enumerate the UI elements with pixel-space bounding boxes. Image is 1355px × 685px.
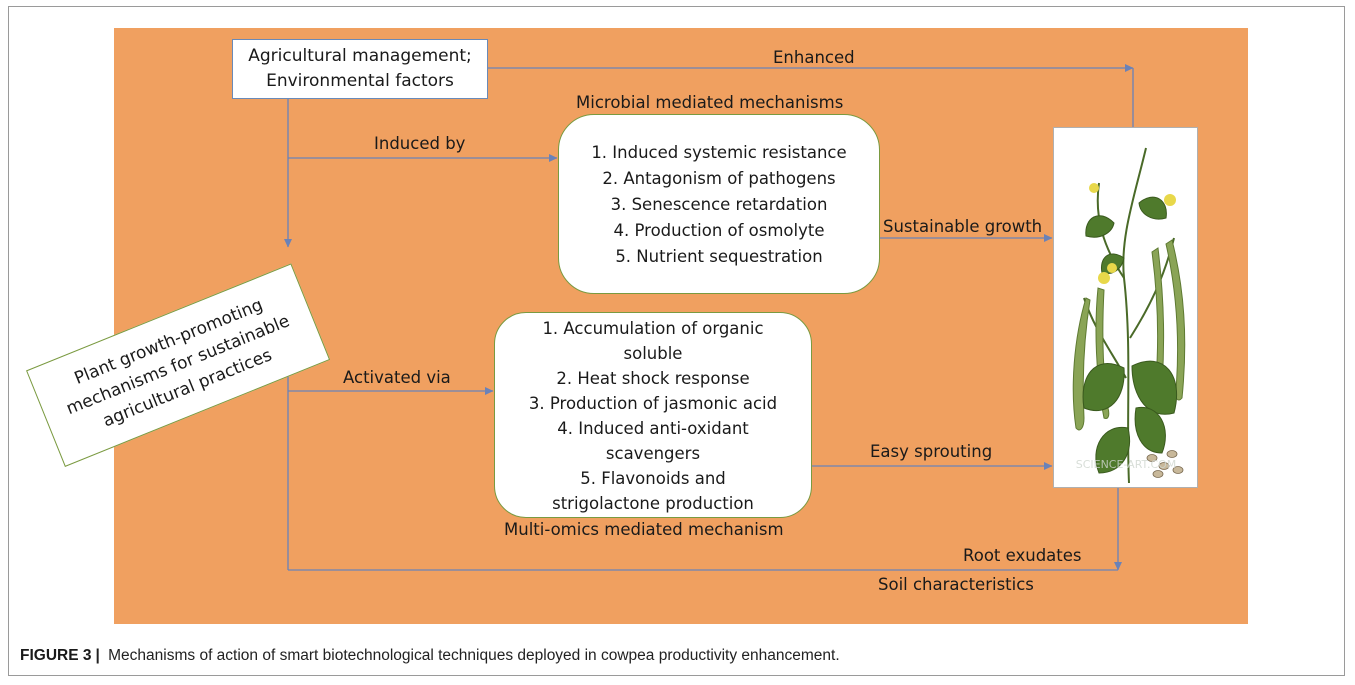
label-enhanced: Enhanced	[773, 48, 855, 67]
top-box-line-1: Agricultural management;	[248, 46, 472, 66]
figure-caption: FIGURE 3| Mechanisms of action of smart …	[20, 647, 840, 665]
microbial-item: 5. Nutrient sequestration	[615, 247, 823, 266]
caption-text: Mechanisms of action of smart biotechnol…	[108, 647, 840, 664]
multiomics-mechanisms-box: 1. Accumulation of organic soluble 2. He…	[494, 312, 812, 518]
cowpea-plant-image: SCIENCE-ART.COM	[1053, 127, 1198, 488]
multiomics-mechanism-title: Multi-omics mediated mechanism	[504, 520, 784, 539]
multiomics-item: soluble	[623, 344, 683, 363]
caption-label: FIGURE 3	[20, 647, 92, 664]
multiomics-item: 2. Heat shock response	[556, 369, 750, 388]
label-root-exudates: Root exudates	[963, 546, 1082, 565]
microbial-mechanisms-box: 1. Induced systemic resistance 2. Antago…	[558, 114, 880, 294]
caption-separator: |	[95, 647, 100, 664]
multiomics-item: strigolactone production	[552, 494, 754, 513]
label-easy-sprouting: Easy sprouting	[870, 442, 993, 461]
multiomics-item: 4. Induced anti-oxidant	[557, 419, 749, 438]
microbial-item: 3. Senescence retardation	[610, 195, 828, 214]
multiomics-item: 1. Accumulation of organic	[542, 319, 764, 338]
microbial-item: 1. Induced systemic resistance	[591, 143, 847, 162]
microbial-item: 2. Antagonism of pathogens	[602, 169, 836, 188]
watermark-text: SCIENCE-ART.COM	[1076, 458, 1177, 471]
label-induced-by: Induced by	[374, 134, 466, 153]
top-box-line-2: Environmental factors	[266, 71, 454, 91]
microbial-mechanisms-title: Microbial mediated mechanisms	[576, 93, 844, 112]
cowpea-illustration: SCIENCE-ART.COM	[1072, 147, 1186, 484]
label-sustainable-growth: Sustainable growth	[883, 217, 1043, 236]
label-soil-characteristics: Soil characteristics	[878, 575, 1034, 594]
agricultural-factors-box: Agricultural management; Environmental f…	[232, 39, 488, 99]
multiomics-item: 5. Flavonoids and	[580, 469, 726, 488]
multiomics-item: scavengers	[605, 444, 701, 463]
microbial-item: 4. Production of osmolyte	[613, 221, 825, 240]
multiomics-item: 3. Production of jasmonic acid	[528, 394, 778, 413]
label-activated-via: Activated via	[343, 368, 451, 387]
